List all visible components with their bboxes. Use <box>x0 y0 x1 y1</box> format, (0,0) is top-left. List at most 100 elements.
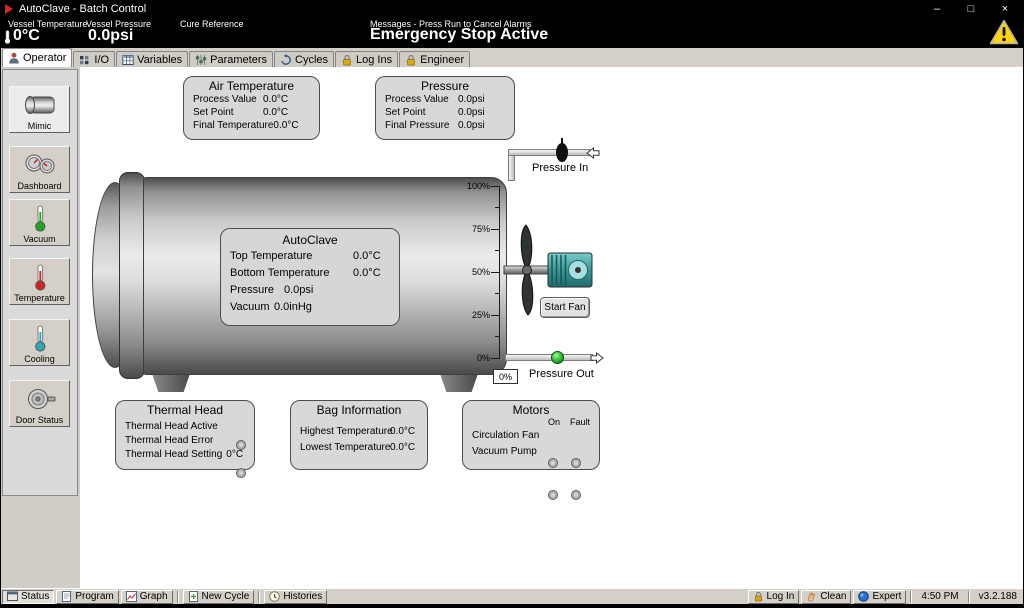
value: 0.0psi <box>458 120 485 131</box>
clean-hand-icon <box>808 592 816 602</box>
tab-label: Engineer <box>420 53 465 66</box>
graph-button[interactable]: Graph <box>120 589 173 604</box>
sidebar-item-vacuum[interactable]: Vacuum <box>9 199 70 246</box>
level-scale <box>499 186 500 359</box>
pressure-in-valve <box>556 138 568 162</box>
sidebar-item-label: Dashboard <box>17 181 62 191</box>
pressure-out-label: Pressure Out <box>529 368 594 380</box>
expert-button[interactable]: Expert <box>853 589 907 604</box>
new-cycle-button[interactable]: New Cycle <box>182 589 255 604</box>
column-header-on: On <box>547 417 560 427</box>
value: 0.0°C <box>273 120 299 131</box>
expert-icon <box>858 591 870 602</box>
log-in-button[interactable]: Log In <box>747 589 800 604</box>
title-bar: AutoClave - Batch Control – □ × <box>0 0 1024 17</box>
tab-bar: Operator I/O Variables Parameters Cycles… <box>0 48 1024 67</box>
value: 0.0psi <box>458 107 485 118</box>
pressure-in-label: Pressure In <box>532 162 589 174</box>
value: 0.0psi <box>458 94 485 105</box>
door-status-icon <box>23 383 57 415</box>
tab-operator[interactable]: Operator <box>2 48 73 67</box>
vacuum-pump-fault-led <box>571 490 581 500</box>
scale-label: 50% <box>471 267 490 277</box>
statusbar-separator <box>176 590 179 603</box>
sidebar-item-cooling[interactable]: Cooling <box>9 319 70 366</box>
status-bar: Status Program Graph New Cycle Histories… <box>0 588 1024 604</box>
sidebar-item-dashboard[interactable]: Dashboard <box>9 146 70 193</box>
tab-engineer[interactable]: Engineer <box>399 51 471 67</box>
value: 0.0°C <box>353 249 381 262</box>
window-controls: – □ × <box>928 3 1014 15</box>
cure-reference-label: Cure Reference <box>180 19 244 29</box>
operator-icon <box>9 52 19 64</box>
start-fan-button[interactable]: Start Fan <box>540 297 590 318</box>
tab-io[interactable]: I/O <box>73 51 116 67</box>
panel-row: Thermal Head Error <box>116 434 254 478</box>
header-bar: Vessel Temperature Vessel Pressure Cure … <box>0 17 1024 48</box>
clock: 4:50 PM <box>921 591 959 602</box>
program-button[interactable]: Program <box>56 589 119 604</box>
scale-tick <box>491 186 499 187</box>
vessel-pressure-value: 0.0psi <box>88 27 134 44</box>
warning-icon[interactable] <box>989 19 1019 45</box>
histories-icon <box>269 591 281 602</box>
parameters-icon <box>195 54 207 65</box>
panel-title: Bag Information <box>316 403 402 417</box>
window-bottom-edge <box>0 604 1024 608</box>
vessel-flange <box>119 172 145 379</box>
dashboard-icon <box>23 149 57 181</box>
level-readout: 0% <box>493 369 518 384</box>
statusbar-separator <box>910 590 913 603</box>
histories-button[interactable]: Histories <box>264 589 328 604</box>
scale-tick <box>491 315 499 316</box>
mimic-icon <box>23 89 57 121</box>
statusbar-right-group: Log In Clean Expert 4:50 PM v3.2.188 <box>747 589 1022 604</box>
tab-label: Parameters <box>210 53 267 66</box>
vessel-temperature-label: Vessel Temperature <box>8 19 88 29</box>
scale-tick <box>491 272 499 273</box>
clean-button[interactable]: Clean <box>801 589 852 604</box>
sidebar-item-door-status[interactable]: Door Status <box>9 380 70 427</box>
tab-cycles[interactable]: Cycles <box>274 51 335 67</box>
sidebar-item-label: Cooling <box>24 354 55 364</box>
maximize-button[interactable]: □ <box>967 2 975 15</box>
panel-title: Air Temperature <box>208 79 295 93</box>
version-label: v3.2.188 <box>978 591 1017 602</box>
flow-arrow-in-icon <box>586 147 600 159</box>
graph-icon <box>125 591 137 602</box>
vessel-pressure-label: Vessel Pressure <box>86 19 152 29</box>
panel-row: Circulation Fan <box>463 429 599 468</box>
scale-label: 25% <box>471 310 490 320</box>
pressure-in-pipe <box>508 153 515 181</box>
value: 0.0inHg <box>274 300 312 313</box>
tab-label: Operator <box>23 52 67 64</box>
temperature-icon <box>32 261 48 293</box>
status-icon <box>7 591 18 601</box>
vessel-body <box>143 177 507 375</box>
tab-logins[interactable]: Log Ins <box>335 51 399 67</box>
tab-parameters[interactable]: Parameters <box>189 51 273 67</box>
panel-title: Pressure <box>420 79 470 93</box>
sidebar-item-temperature[interactable]: Temperature <box>9 258 70 305</box>
close-button[interactable]: × <box>1001 2 1009 15</box>
thermal-head-active-led <box>236 440 246 450</box>
status-button[interactable]: Status <box>2 589 55 604</box>
value: 0°C <box>226 449 244 460</box>
value: 0.0°C <box>390 426 416 437</box>
tab-label: Log Ins <box>356 53 393 66</box>
scale-label: 75% <box>471 224 490 234</box>
scale-tick <box>491 229 499 230</box>
tab-variables[interactable]: Variables <box>116 51 189 67</box>
value: 0.0°C <box>390 442 416 453</box>
thermometer-icon <box>4 30 11 44</box>
panel-title: AutoClave <box>282 233 338 247</box>
thermal-head-panel: Thermal Head Thermal Head Active Thermal… <box>115 400 255 478</box>
sidebar-item-mimic[interactable]: Mimic <box>9 86 70 133</box>
pressure-out-pipe <box>505 354 593 361</box>
padlock-icon <box>343 54 351 65</box>
minimize-button[interactable]: – <box>933 2 941 15</box>
